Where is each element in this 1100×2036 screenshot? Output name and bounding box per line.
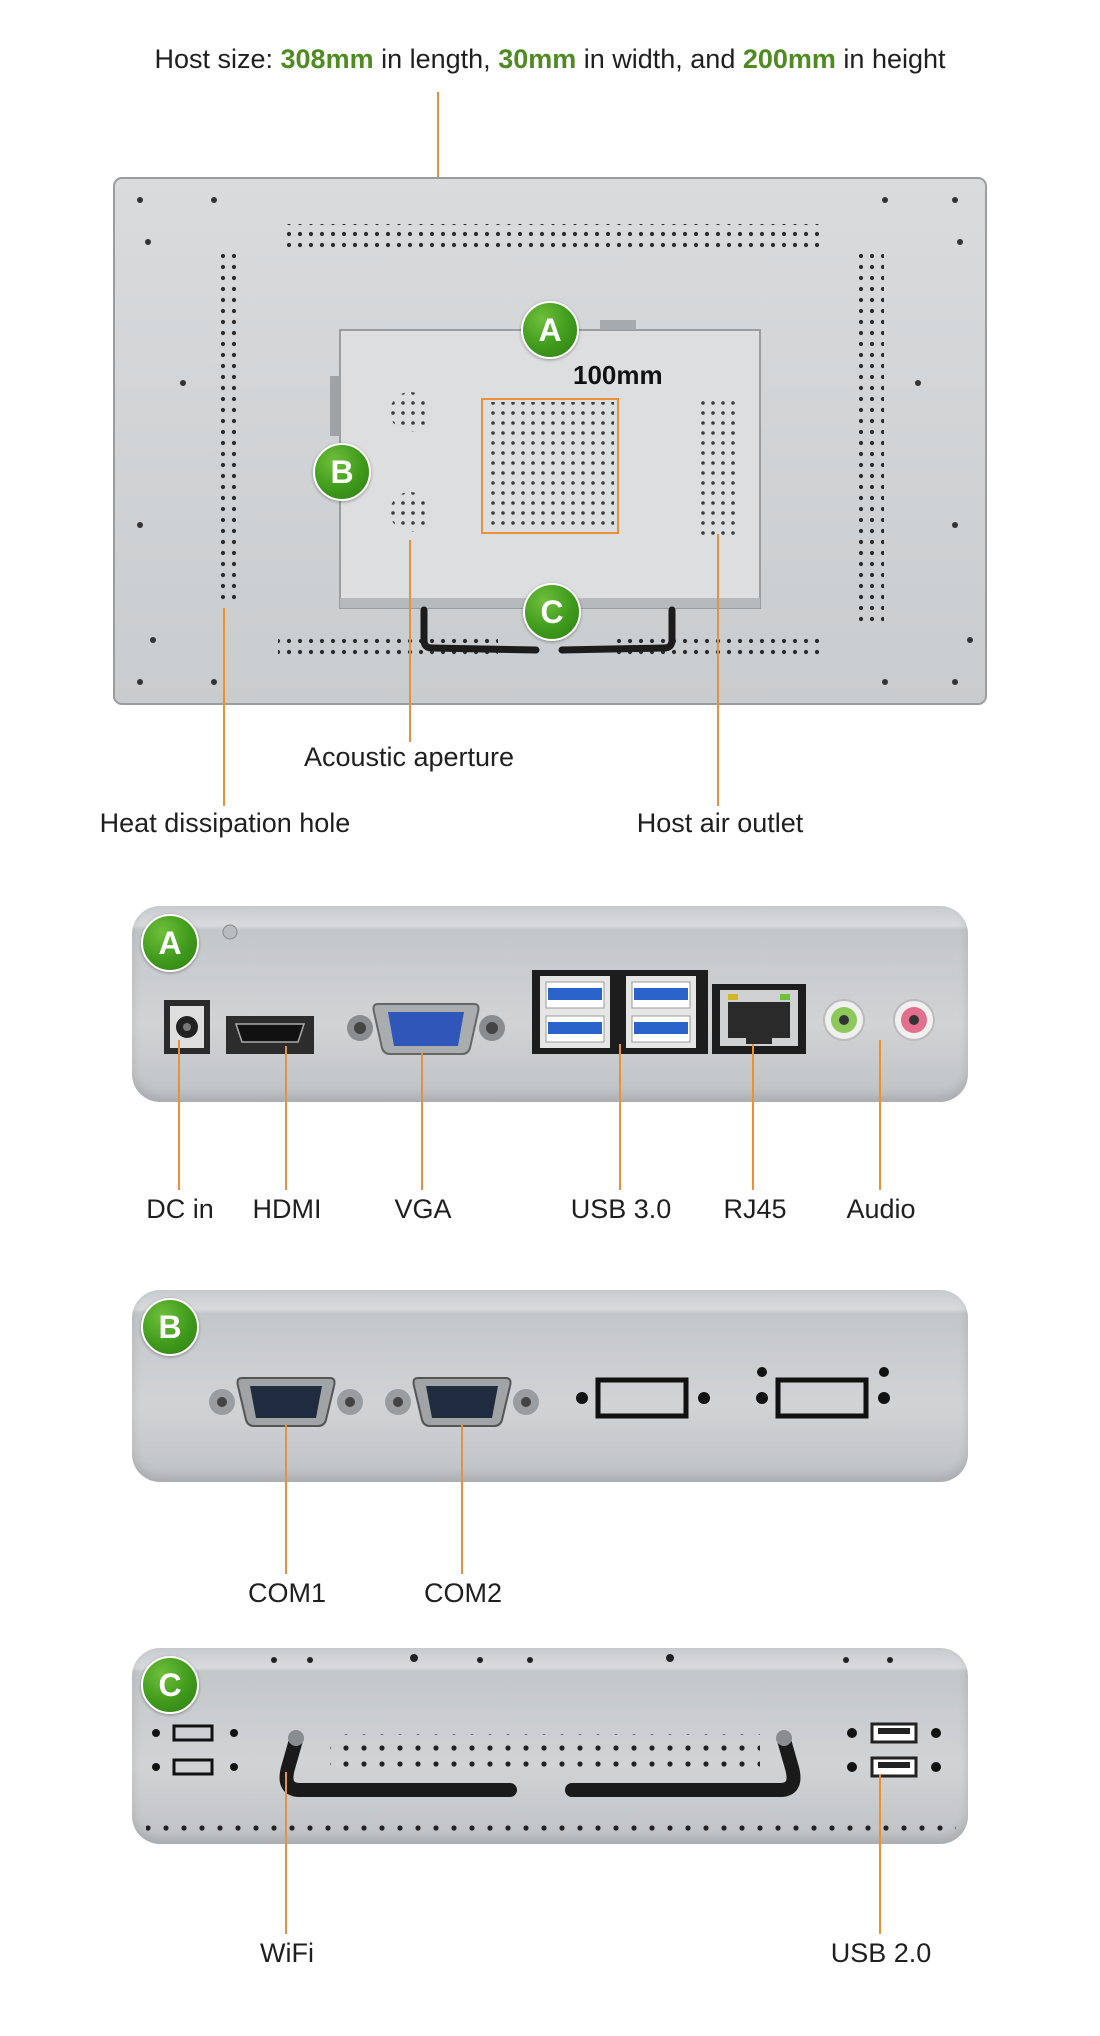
monitor-rear-illustration xyxy=(113,177,987,806)
panel-c-knockouts-left xyxy=(172,1724,214,1776)
badge-a-panel: A xyxy=(141,914,199,972)
usb2-leader xyxy=(879,1774,881,1934)
wifi-label: WiFi xyxy=(260,1938,314,1968)
length-suffix: in length, xyxy=(373,44,499,74)
panel-b-ports xyxy=(209,1367,890,1427)
heat-dissipation-label: Heat dissipation hole xyxy=(99,808,351,838)
vga-label: VGA xyxy=(394,1194,452,1224)
com2-label: COM2 xyxy=(423,1578,503,1608)
badge-b-panel: B xyxy=(141,1298,199,1356)
com1-label: COM1 xyxy=(247,1578,327,1608)
length-value: 308mm xyxy=(280,44,374,74)
usb2-label: USB 2.0 xyxy=(830,1938,932,1968)
hdmi-leader xyxy=(285,1046,287,1190)
height-suffix: in height xyxy=(835,44,946,74)
vent-top xyxy=(280,224,820,248)
heat-dissipation-holes-left xyxy=(214,252,240,602)
speaker-grille-bottom xyxy=(390,492,430,532)
hdmi-label: HDMI xyxy=(252,1194,322,1224)
vent-right xyxy=(858,252,884,624)
top-port-hint xyxy=(600,320,636,330)
com1-leader xyxy=(285,1424,287,1574)
audio-leader xyxy=(879,1040,881,1190)
rj45-label: RJ45 xyxy=(723,1194,787,1224)
vesa-square xyxy=(481,398,619,534)
screw-holes xyxy=(137,197,973,685)
port-knockout-1 xyxy=(576,1377,710,1419)
vga-leader xyxy=(421,1052,423,1190)
badge-a-overview: A xyxy=(521,301,579,359)
antenna-left xyxy=(420,606,540,654)
rj45-leader xyxy=(752,1044,754,1190)
usb3-leader xyxy=(619,1044,621,1190)
dc-in-leader xyxy=(178,1040,180,1190)
antenna-right xyxy=(558,606,676,654)
height-value: 200mm xyxy=(742,44,836,74)
wifi-antenna-right xyxy=(565,1733,801,1797)
wifi-antenna-left xyxy=(279,1733,517,1797)
com2-leader xyxy=(461,1424,463,1574)
panel-c-vent-row xyxy=(330,1734,760,1774)
panel-c-ports xyxy=(146,1654,956,1838)
width-suffix: in width, and xyxy=(576,44,743,74)
wifi-leader xyxy=(285,1772,287,1934)
width-value: 30mm xyxy=(498,44,577,74)
usb3-label: USB 3.0 xyxy=(570,1194,672,1224)
host-size-headline: Host size: 308mm in length, 30mm in widt… xyxy=(0,44,1100,75)
host-air-outlet-label: Host air outlet xyxy=(636,808,804,838)
badge-c-panel: C xyxy=(141,1656,199,1714)
side-port-hint xyxy=(330,376,340,436)
vesa-dimension-label: 100mm xyxy=(573,360,663,390)
badge-c-overview: C xyxy=(523,583,581,641)
audio-label: Audio xyxy=(846,1194,916,1224)
panel-c-bottom-vent xyxy=(146,1818,956,1838)
host-air-outlet-grid xyxy=(700,398,736,540)
fan-vent-grid xyxy=(486,402,614,530)
headline-prefix: Host size: xyxy=(154,44,281,74)
speaker-grille-top xyxy=(390,392,430,432)
panel-a-ports xyxy=(164,924,935,1055)
acoustic-aperture-label: Acoustic aperture xyxy=(303,742,515,772)
dc-in-label: DC in xyxy=(146,1194,214,1224)
port-knockout-2 xyxy=(756,1367,890,1419)
badge-b-overview: B xyxy=(313,443,371,501)
